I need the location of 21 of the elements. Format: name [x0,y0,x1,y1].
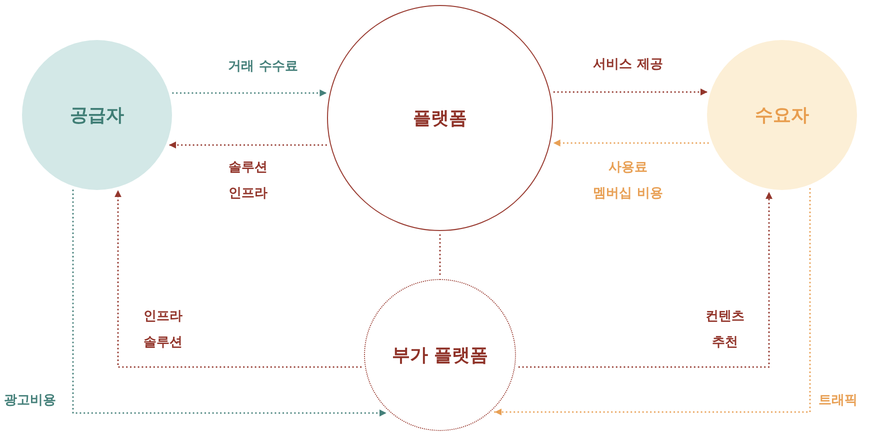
dotted-arrow [494,188,811,416]
dotted-arrow [553,88,708,96]
dotted-arrow [552,140,709,146]
circle-node: 공급자 [22,40,172,190]
dotted-line [439,234,441,277]
dotted-circle-node: 부가 플랫폼 [364,279,516,431]
edge-label: 광고비용 [4,392,56,410]
dotted-arrow [518,191,772,368]
dotted-arrow [168,142,327,148]
edge-label: 트래픽 [818,392,858,410]
edge-label: 인프라 솔루션 [142,308,184,352]
edge-label: 솔루션 인프라 [228,159,268,203]
dotted-arrow [172,90,328,96]
edge-label: 컨텐츠 추천 [704,308,746,352]
dotted-arrow [72,190,388,416]
circle-node: 플랫폼 [327,5,553,231]
edge-label: 거래 수수료 [228,58,298,76]
circle-node: 수요자 [707,40,857,190]
edge-label: 사용료 멤버십 비용 [592,159,664,203]
dotted-arrow [114,189,362,368]
edge-label: 서비스 제공 [593,56,663,74]
